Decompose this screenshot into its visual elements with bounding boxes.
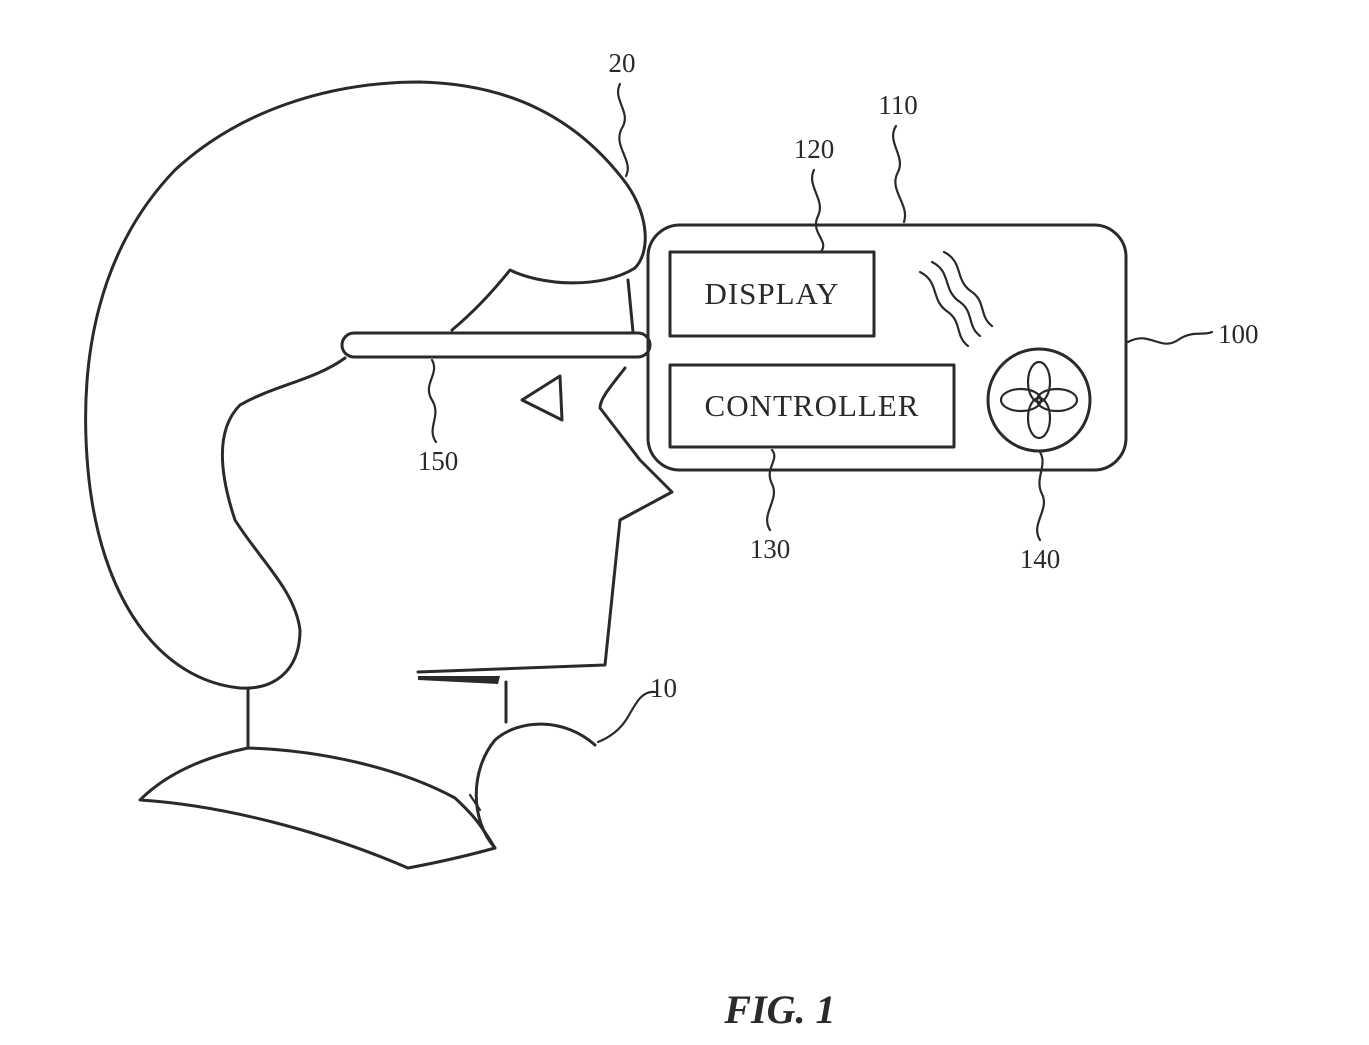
leader-20 [617, 82, 629, 178]
face-outline [416, 366, 674, 674]
leader-150 [427, 358, 438, 444]
ref-120: 120 [794, 134, 835, 164]
ref-100: 100 [1218, 319, 1259, 349]
display-box [668, 250, 876, 338]
shoulder-bulge-inner [468, 793, 482, 812]
ref-110: 110 [878, 90, 918, 120]
leader-100 [1126, 330, 1214, 345]
leader-130 [766, 448, 776, 532]
ref-20: 20 [609, 48, 636, 78]
hmd-housing [646, 223, 1128, 472]
leader-10 [596, 690, 657, 744]
neck-outline [246, 680, 508, 750]
hair-outline [84, 80, 647, 690]
leader-140 [1036, 450, 1045, 542]
airflow-lines [918, 250, 994, 348]
ref-10: 10 [650, 673, 677, 703]
fan-icon [986, 347, 1092, 453]
chin-shadow [418, 676, 500, 684]
head-strap [340, 331, 652, 359]
controller-box [668, 363, 956, 449]
controller-label: CONTROLLER [705, 388, 920, 423]
ref-140: 140 [1020, 544, 1061, 574]
figure-caption: FIG. 1 [723, 987, 835, 1032]
leader-120 [811, 168, 825, 252]
ref-150: 150 [418, 446, 459, 476]
leader-110 [892, 124, 907, 224]
display-label: DISPLAY [704, 276, 839, 311]
eye-triangle [520, 374, 564, 422]
forehead-line [626, 278, 635, 334]
torso-outline [138, 746, 497, 870]
shoulder-bulge [474, 722, 597, 850]
ref-130: 130 [750, 534, 791, 564]
